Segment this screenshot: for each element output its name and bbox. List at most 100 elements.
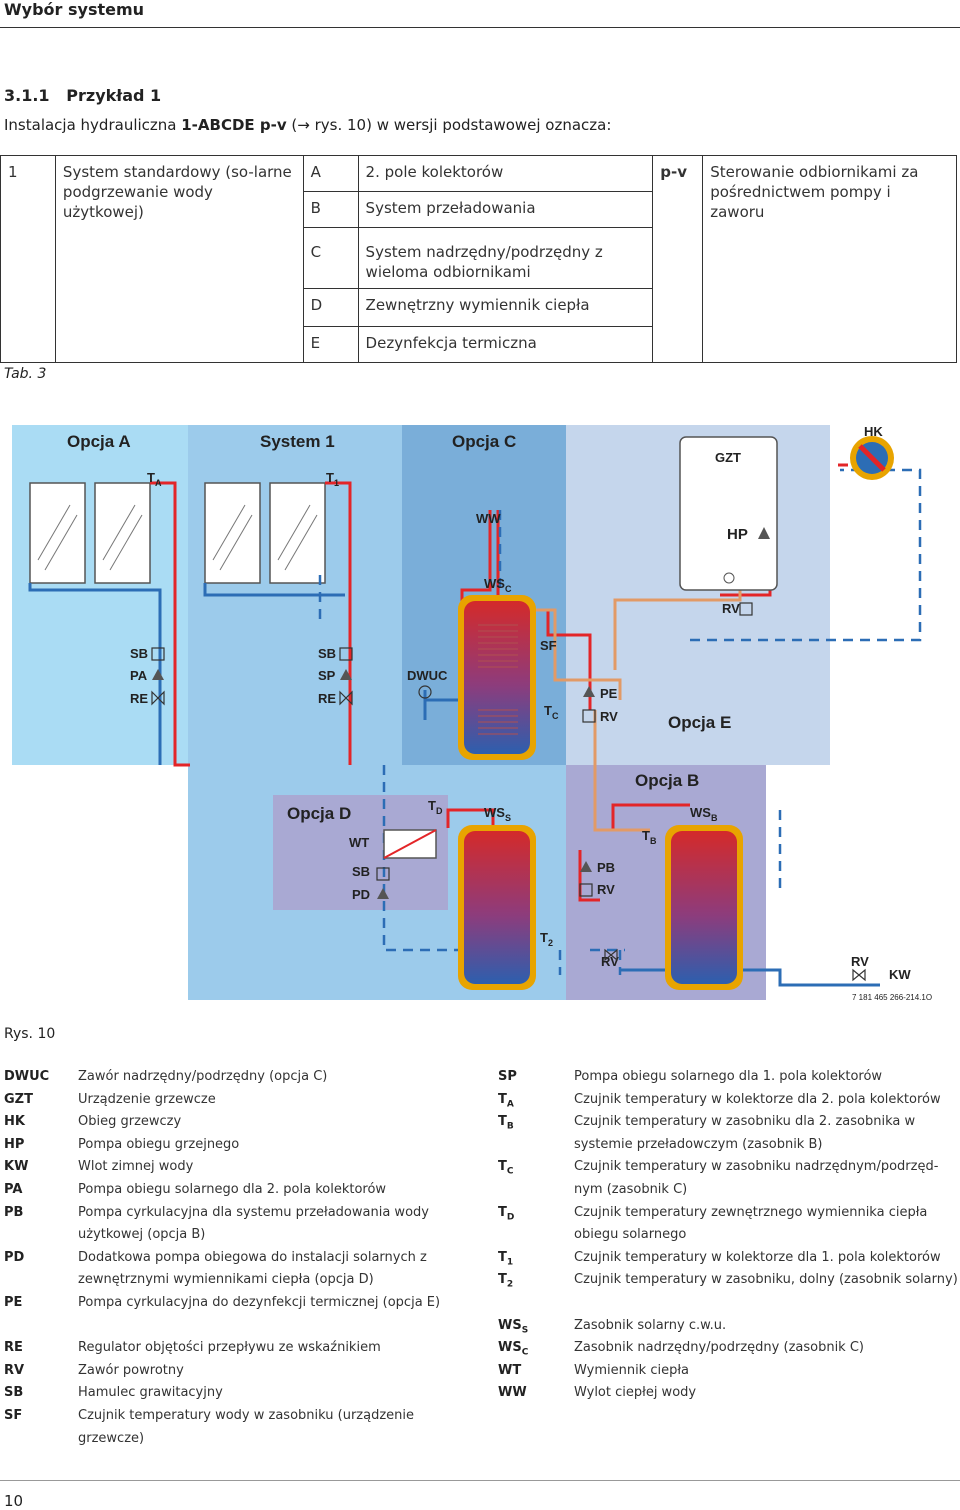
flow-regulator-re-icon xyxy=(151,690,165,706)
legend-abbr: DWUC xyxy=(4,1069,49,1084)
label-wss: WSS xyxy=(484,805,511,823)
tank-wss xyxy=(464,831,530,984)
legend-text: Czujnik temperatury w zasobniku, dolny (… xyxy=(574,1272,958,1288)
label-rv-b: RV xyxy=(597,882,615,897)
label-system1: System 1 xyxy=(260,432,335,451)
legend-text: Czujnik temperatury zewnętrznego wymienn… xyxy=(574,1204,928,1243)
label-t2: T2 xyxy=(540,930,553,948)
system-table: 1 System standardowy (so-larne podgrzewa… xyxy=(0,155,957,363)
table-caption: Tab. 3 xyxy=(4,366,47,382)
legend-text: Obieg grzewczy xyxy=(78,1114,182,1130)
pump-symbols xyxy=(152,669,595,899)
legend-abbr: HK xyxy=(4,1114,25,1129)
legend-text: Zasobnik solarny c.w.u. xyxy=(574,1317,727,1333)
section-heading: 3.1.1 Przykład 1 xyxy=(4,86,161,105)
check-valve-rv-icon xyxy=(579,883,593,897)
label-tc-sub: C xyxy=(552,711,559,721)
legend-abbr: TA xyxy=(498,1092,514,1110)
legend-abbr-main: KW xyxy=(4,1159,29,1175)
pump-pd-icon xyxy=(377,888,389,899)
page-number: 10 xyxy=(4,1492,24,1510)
legend-abbr: WSC xyxy=(498,1340,528,1358)
collector-panel xyxy=(269,482,326,584)
label-sb-d: SB xyxy=(352,864,370,879)
page-header-title: Wybór systemu xyxy=(4,0,145,19)
label-gzt: GZT xyxy=(715,450,741,465)
arrow-icon: → xyxy=(297,116,310,134)
gravity-brake-sb-icon xyxy=(339,647,353,661)
section-title: Przykład 1 xyxy=(66,86,162,105)
legend-abbr-main: PA xyxy=(4,1182,23,1197)
gravity-brake-sb-icon xyxy=(151,647,165,661)
label-tb-sub: B xyxy=(650,836,657,846)
label-re-a: RE xyxy=(130,691,148,706)
legend-abbr-main: WS xyxy=(498,1317,522,1333)
label-tb-main: T xyxy=(642,828,650,843)
pump-pe-icon xyxy=(583,686,595,697)
legend-abbr: PE xyxy=(4,1295,22,1310)
legend-text: Wymiennik ciepła xyxy=(574,1362,690,1378)
pump-pa-icon xyxy=(152,669,164,680)
valve-symbols xyxy=(151,602,866,982)
label-hp: HP xyxy=(727,526,748,543)
check-valve-rv-icon xyxy=(739,602,753,616)
boiler-gzt xyxy=(679,436,778,591)
table-cell-option: System przeładowania xyxy=(357,191,654,228)
legend-abbr: SF xyxy=(4,1408,22,1423)
label-t1: T1 xyxy=(326,470,339,488)
legend-abbr-main: T xyxy=(498,1249,507,1265)
pump-sp-icon xyxy=(340,669,352,680)
legend-abbr: WT xyxy=(498,1363,521,1381)
label-td-main: T xyxy=(428,798,436,813)
label-sf: SF xyxy=(540,638,557,653)
table-cell-option: Zewnętrzny wymiennik ciepła xyxy=(357,287,654,327)
legend-abbr: SB xyxy=(4,1385,23,1400)
legend-abbr-main: WW xyxy=(498,1385,527,1401)
legend-text: Czujnik temperatury w kolektorze dla 2. … xyxy=(574,1091,941,1107)
legend-abbr-main: T xyxy=(498,1204,507,1220)
header-rule xyxy=(0,27,960,28)
label-t1-sub: 1 xyxy=(334,478,339,488)
legend-abbr: TC xyxy=(498,1159,513,1177)
section-number: 3.1.1 xyxy=(4,86,50,105)
table-cell-pv: p-v xyxy=(652,155,704,363)
check-valve-rv-icon xyxy=(582,709,596,723)
legend-abbr-main: SB xyxy=(4,1385,24,1401)
flow-regulator-re-icon xyxy=(339,690,353,706)
table-spacer xyxy=(302,227,359,236)
label-wsc: WSC xyxy=(484,576,512,594)
label-td-sub: D xyxy=(436,806,443,816)
table-cell-option: 2. pole kolektorów xyxy=(357,155,654,192)
legend-abbr: PD xyxy=(4,1250,24,1265)
table-cell-system: System standardowy (so-larne podgrzewani… xyxy=(54,155,304,363)
table-cell-letter: E xyxy=(302,325,359,363)
label-hk: HK xyxy=(864,424,883,439)
table-cell-letter: D xyxy=(302,287,359,327)
footer-rule xyxy=(0,1480,960,1481)
label-ta-main: T xyxy=(147,470,155,485)
legend-text: Pompa obiegu solarnego dla 2. pola kolek… xyxy=(78,1182,387,1197)
label-kw: KW xyxy=(889,967,911,982)
legend-abbr: RE xyxy=(4,1340,23,1355)
table-cell-letter: B xyxy=(302,191,359,228)
label-tc: TC xyxy=(544,703,559,721)
legend-abbr-main: SP xyxy=(498,1069,517,1084)
legend-abbr-main: DWUC xyxy=(4,1069,50,1084)
legend-text: Dodatkowa pompa obiegowa do instalacji s… xyxy=(78,1249,427,1288)
table-cell-pv-text: Sterowanie odbiornikami za pośrednictwem… xyxy=(702,155,957,363)
check-valve-rv-icon xyxy=(852,968,866,982)
legend-abbr-sub: S xyxy=(521,1325,529,1336)
legend-abbr-main: SF xyxy=(4,1408,23,1423)
intro-paragraph: Instalacja hydrauliczna 1-ABCDE p-v (→ r… xyxy=(4,116,611,134)
hot-pipes xyxy=(150,463,848,902)
heating-circuit-stripe xyxy=(858,444,886,472)
label-rv-kw: RV xyxy=(851,954,869,969)
legend-abbr: T1 xyxy=(498,1250,513,1268)
legend-abbr: HP xyxy=(4,1137,24,1152)
table-cell-letter: A xyxy=(302,155,359,192)
legend-abbr: TB xyxy=(498,1114,514,1132)
legend-text: Pompa obiegu grzejnego xyxy=(78,1136,240,1152)
label-wsc-sub: C xyxy=(505,584,512,594)
figure-caption: Rys. 10 xyxy=(4,1026,56,1042)
legend-abbr-sub: C xyxy=(521,1347,529,1358)
